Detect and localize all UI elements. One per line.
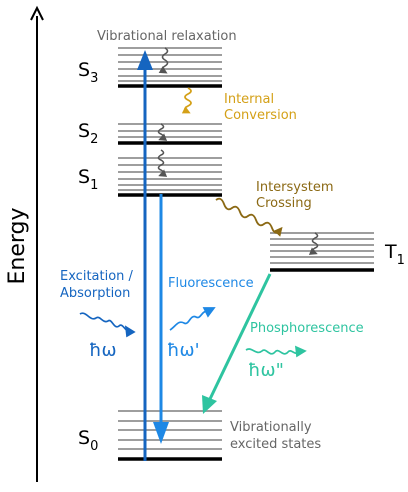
relaxation-wavy-arrow-icon bbox=[308, 232, 319, 255]
fluorescence-label: Fluorescence bbox=[168, 276, 254, 291]
internal-conversion-wavy-arrow-icon bbox=[181, 87, 192, 114]
relaxation-wavy-arrow-icon bbox=[158, 47, 169, 74]
intersystem-crossing-label-line2: Crossing bbox=[256, 196, 312, 211]
s1-levels bbox=[118, 157, 222, 191]
t1-levels bbox=[270, 232, 374, 264]
phosphorescence-photon-energy: ħω" bbox=[248, 360, 284, 381]
fluorescence-arrowhead bbox=[153, 422, 169, 444]
t1-label: T1 bbox=[384, 241, 405, 268]
absorption-label-line1: Excitation / bbox=[60, 269, 134, 284]
phosphorescence-photon-wave-icon bbox=[245, 345, 307, 358]
absorption-photon-wave-icon bbox=[79, 312, 136, 338]
s2-label: S2 bbox=[78, 120, 98, 147]
phosphorescence-arrow bbox=[202, 273, 272, 414]
phosphorescence-label: Phosphorescence bbox=[250, 321, 364, 336]
energy-axis-label: Energy bbox=[5, 207, 30, 284]
phosphorescence-arrowhead bbox=[202, 395, 217, 414]
vibrationally-excited-label-line2: excited states bbox=[230, 437, 321, 452]
vibrational-relaxation-label: Vibrational relaxation bbox=[97, 29, 237, 44]
fluorescence-arrow bbox=[153, 194, 169, 444]
vibrationally-excited-label-line1: Vibrationally bbox=[230, 420, 312, 435]
s2-levels bbox=[118, 123, 222, 138]
internal-conversion-label-line1: Internal bbox=[224, 92, 274, 107]
intersystem-crossing-wavy-arrow-icon bbox=[215, 197, 283, 237]
s3-levels bbox=[118, 47, 222, 82]
s0-label: S0 bbox=[78, 427, 98, 454]
intersystem-crossing-label-line1: Intersystem bbox=[256, 180, 334, 195]
absorption-arrowhead bbox=[137, 50, 153, 70]
absorption-arrow bbox=[137, 50, 153, 461]
energy-axis: Energy bbox=[5, 5, 44, 482]
s1-label: S1 bbox=[78, 166, 98, 193]
absorption-photon-energy: ħω bbox=[89, 340, 117, 361]
up-arrow-icon bbox=[30, 5, 44, 21]
s3-label: S3 bbox=[78, 59, 98, 86]
internal-conversion-label-line2: Conversion bbox=[224, 108, 297, 123]
s0-levels bbox=[118, 410, 222, 450]
fluorescence-photon-energy: ħω' bbox=[167, 340, 200, 361]
fluorescence-photon-wave-icon bbox=[169, 307, 216, 331]
relaxation-wavy-arrow-icon bbox=[157, 149, 168, 177]
absorption-label-line2: Absorption bbox=[60, 286, 130, 301]
relaxation-wavy-arrow-icon bbox=[157, 123, 168, 141]
